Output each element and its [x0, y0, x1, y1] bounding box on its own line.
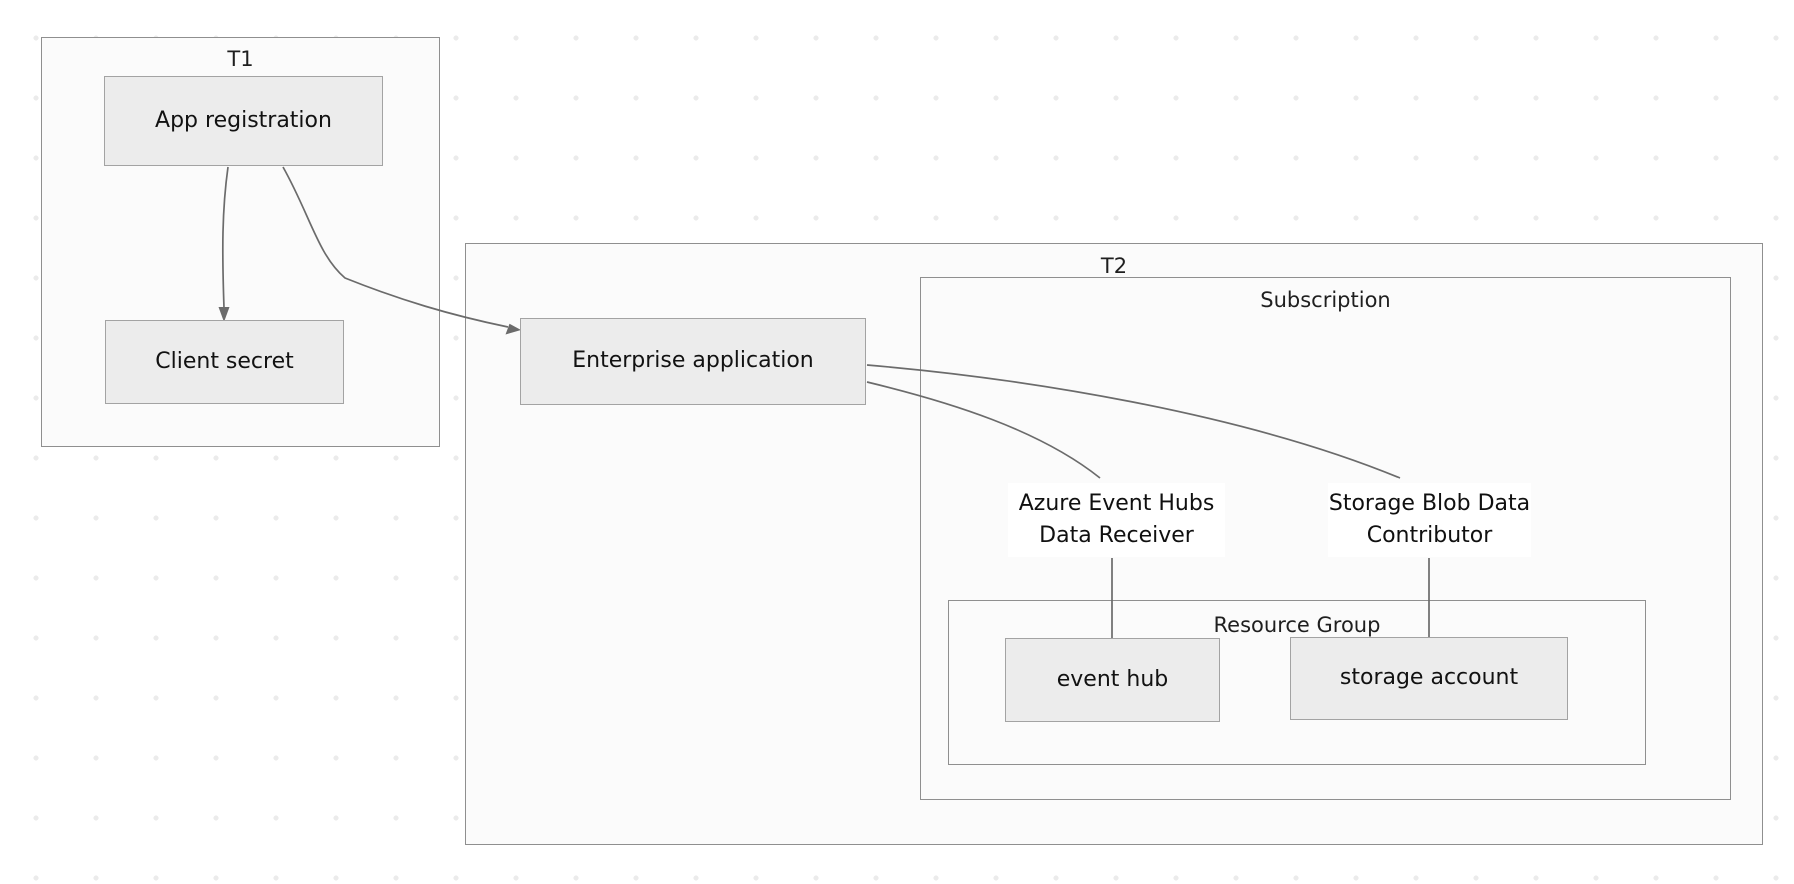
node-event-hub[interactable]: event hub — [1005, 638, 1220, 722]
node-app-registration[interactable]: App registration — [104, 76, 383, 166]
node-enterprise-application-label: Enterprise application — [572, 348, 814, 374]
cluster-t2-title: T2 — [1100, 254, 1128, 278]
edge-label-line-1: Storage Blob Data — [1328, 491, 1531, 517]
node-app-registration-label: App registration — [155, 107, 332, 133]
edge-label-line-2: Data Receiver — [1039, 523, 1194, 548]
edge-label-azure-event-hubs-data-receiver: Azure Event Hubs Data Receiver — [1008, 483, 1225, 557]
node-storage-account-label: storage account — [1339, 665, 1519, 691]
edge-label-line-2: Contributor — [1366, 523, 1493, 548]
node-enterprise-application[interactable]: Enterprise application — [520, 318, 866, 405]
node-client-secret[interactable]: Client secret — [105, 320, 344, 404]
cluster-subscription-title: Subscription — [1260, 288, 1391, 312]
node-event-hub-label: event hub — [1056, 666, 1169, 692]
edge-label-line-1: Azure Event Hubs — [1018, 491, 1215, 517]
node-client-secret-label: Client secret — [155, 348, 294, 374]
edge-label-storage-blob-data-contributor: Storage Blob Data Contributor — [1328, 483, 1531, 557]
cluster-resource-group-title: Resource Group — [1213, 613, 1381, 637]
cluster-t1-title: T1 — [227, 47, 254, 71]
node-storage-account[interactable]: storage account — [1290, 637, 1568, 720]
